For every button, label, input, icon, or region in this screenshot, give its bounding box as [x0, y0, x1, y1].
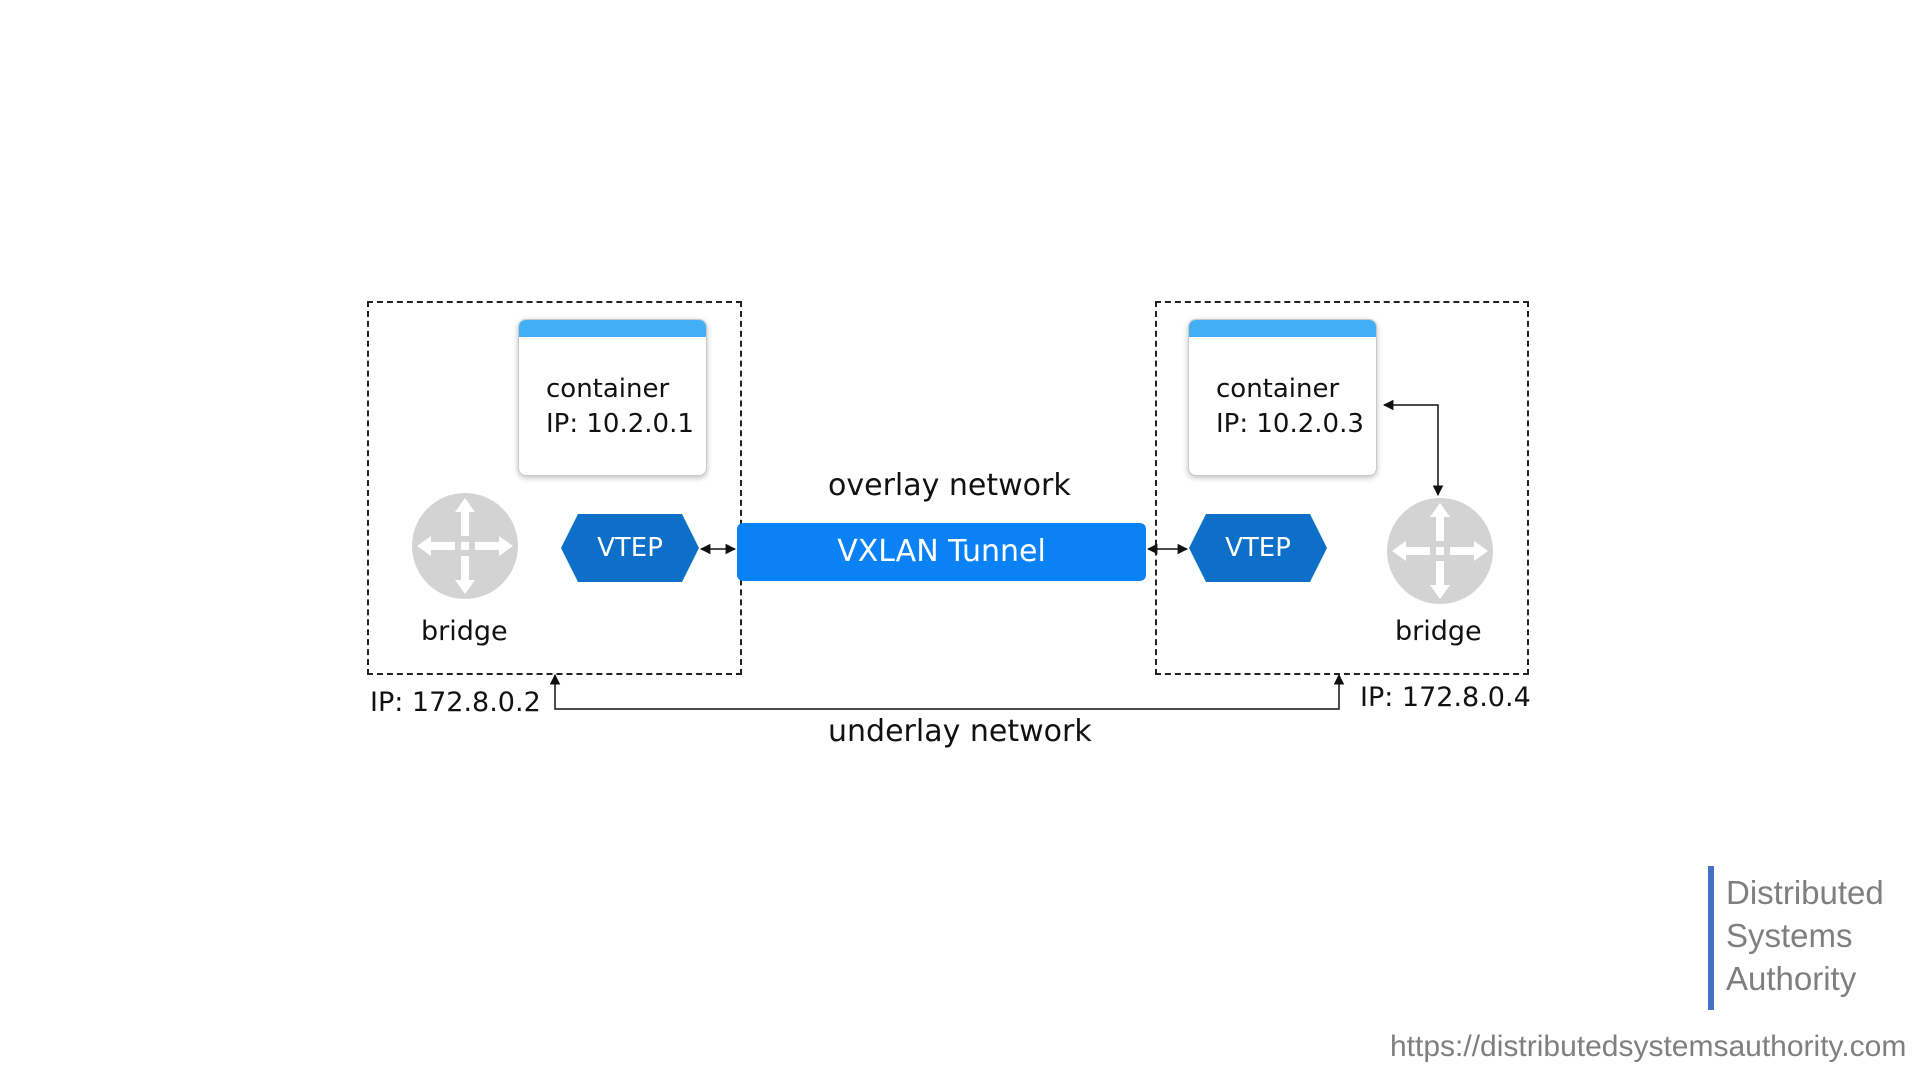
left-container-card: container IP: 10.2.0.1 — [518, 319, 707, 476]
right-bridge-router-icon — [1386, 497, 1494, 609]
left-container-header — [519, 320, 706, 337]
overlay-network-label: overlay network — [828, 468, 1071, 503]
right-vtep-label: VTEP — [1225, 533, 1291, 563]
left-vtep-label: VTEP — [597, 533, 663, 563]
right-container-label: container — [1216, 374, 1340, 404]
left-container-label: container — [546, 374, 670, 404]
brand-url: https://distributedsystemsauthority.com — [1390, 1030, 1907, 1063]
right-vtep: VTEP — [1189, 514, 1327, 582]
right-container-header — [1189, 320, 1376, 337]
right-container-ip: IP: 10.2.0.3 — [1216, 409, 1364, 439]
vxlan-tunnel: VXLAN Tunnel — [737, 523, 1146, 581]
left-host-ip: IP: 172.8.0.2 — [370, 687, 541, 718]
brand-line-2: Systems — [1726, 917, 1853, 954]
right-bridge-label: bridge — [1395, 616, 1482, 647]
right-container-card: container IP: 10.2.0.3 — [1188, 319, 1377, 476]
container-bridge-arrow — [1382, 399, 1444, 497]
brand-line-3: Authority — [1726, 960, 1857, 997]
left-container-ip: IP: 10.2.0.1 — [546, 409, 694, 439]
left-bridge-label: bridge — [421, 616, 508, 647]
left-bridge-router-icon — [411, 492, 519, 604]
right-host-ip: IP: 172.8.0.4 — [1360, 682, 1531, 713]
underlay-network-label: underlay network — [828, 714, 1092, 749]
brand-line-1: Distributed — [1726, 874, 1884, 911]
underlay-link-arrow — [549, 673, 1345, 710]
vxlan-tunnel-label: VXLAN Tunnel — [837, 534, 1046, 569]
left-vtep: VTEP — [561, 514, 699, 582]
brand-block: Distributed Systems Authority — [1708, 866, 1908, 1010]
